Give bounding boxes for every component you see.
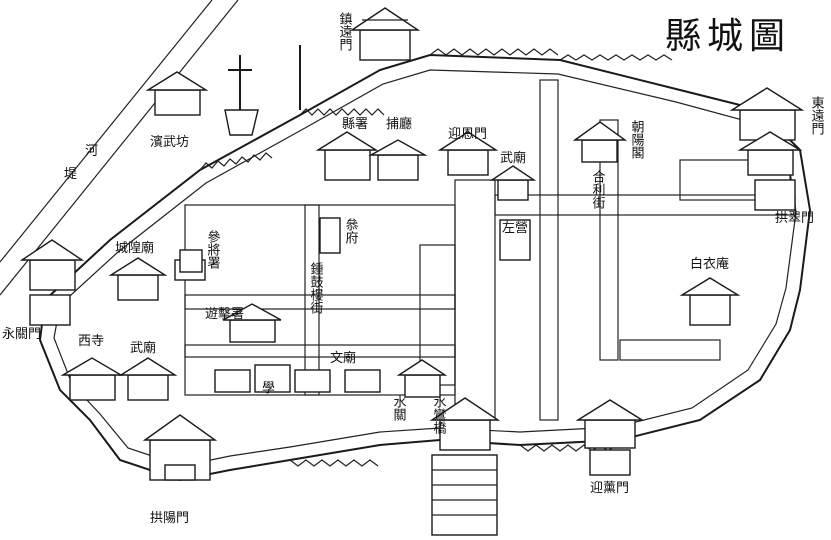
county-office: 縣署 捕廳 [315,116,428,181]
shuiguan-label: 水關 [391,395,407,421]
wenmiao-label: 文廟 [330,350,356,366]
baiyi-nunnery: 白衣庵 [679,256,741,326]
river: 河 堤 [0,0,239,296]
pennant-poles [224,45,301,136]
river-label: 河 [85,144,98,159]
gate-east-inner-label: 拱翠門 [775,211,814,226]
zhongjie: 鍾鼓樓街 [308,262,324,314]
tongpan-label: 參將署 [205,230,221,270]
gate-inner-label: 迎恩門 [448,127,487,142]
heli-street: 合利街 [590,170,606,209]
gate-north-label: 鎮遠門 [337,11,353,52]
gate-south-east: 迎薰門 [575,399,645,496]
wumiao-top-label: 武廟 [500,150,526,166]
qianzong-label: 叅府 [343,218,359,245]
county-office-label: 縣署 [342,117,368,132]
qianzong: 叅府 [319,217,359,254]
map-title: 縣城圖 [665,16,791,57]
chaoyang-pavilion: 朝陽閣 [572,120,645,163]
outer-city-wall [38,48,812,482]
wenmiao: 文廟 學 [214,350,381,396]
shuiduan-bridge: 水鸞橋 [431,395,447,435]
hetang-label: 左營 [502,221,528,236]
wumiao-top: 武廟 [489,150,537,201]
wumiao-west: 武廟 [118,340,178,401]
baiyi-nunnery-label: 白衣庵 [690,256,729,272]
binwu-shop: 濱武坊 [145,71,209,150]
gate-east-label: 東遠門 [809,95,825,136]
tongpan: 參將署 [179,230,221,273]
west-temple: 西寺 [60,334,124,401]
youji-office-label: 遊擊署 [205,306,244,322]
hetang: 左營 [499,219,531,261]
gate-inner: 迎恩門 [437,127,499,176]
chenghuang-temple-label: 城隍廟 [115,240,154,256]
gate-south-east-label: 迎薰門 [590,481,629,496]
school-label: 學 [262,381,275,396]
gate-south-west: 拱陽門 [142,414,218,526]
gate-east: 東遠門 [729,87,825,211]
jail-label: 捕廳 [386,116,412,132]
gate-east-inner: 拱翠門 [775,211,814,226]
heli-street-label: 合利街 [590,170,606,209]
wumiao-west-label: 武廟 [130,340,156,356]
binwu-shop-label: 濱武坊 [150,135,189,150]
river-bank-label: 堤 [64,167,77,182]
gate-west: 永關門 [2,239,85,342]
gate-west-label: 永關門 [2,327,41,342]
shuiguan: 水關 [391,359,448,421]
gate-north: 鎮遠門 [337,7,421,61]
youji-office: 遊擊署 [205,303,282,343]
chaoyang-pavilion-label: 朝陽閣 [629,120,645,159]
gate-south-west-label: 拱陽門 [150,511,189,526]
shuiduan-label: 水鸞橋 [431,395,447,435]
west-temple-label: 西寺 [78,334,104,349]
gate-south-center [429,397,501,536]
zhongjie-label: 鍾鼓樓街 [308,262,324,314]
